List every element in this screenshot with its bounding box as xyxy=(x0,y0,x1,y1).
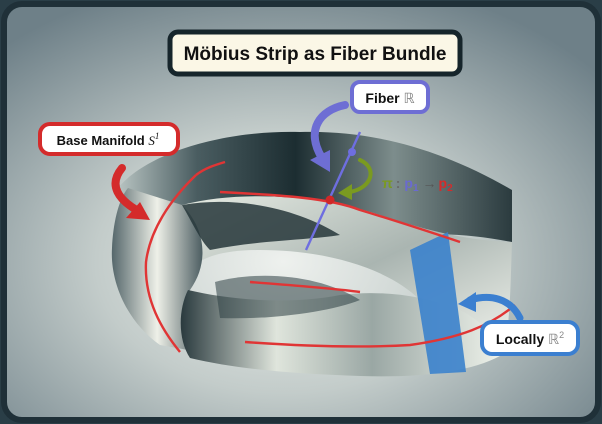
locally-label-box: Locally ℝ2 xyxy=(480,320,580,356)
fiber-line xyxy=(304,131,362,251)
fiber-arrowhead xyxy=(310,150,330,172)
title-box: Möbius Strip as Fiber Bundle xyxy=(167,29,463,77)
projection-arrowhead xyxy=(338,184,352,200)
locally-superscript: 2 xyxy=(559,330,564,340)
base-manifold-superscript: 1 xyxy=(155,131,160,141)
base-manifold-symbol: S xyxy=(148,133,155,148)
fiber-arrow xyxy=(310,101,349,162)
projection-sub1: 1 xyxy=(413,183,419,194)
fiber-label-box: Fiber ℝ xyxy=(350,80,430,114)
strip-dark-inner-fold xyxy=(215,275,360,319)
fiber-base-point xyxy=(325,195,335,205)
projection-arrow-symbol: → xyxy=(423,175,437,191)
projection-arrow xyxy=(348,158,373,194)
base-manifold-label-text: Base Manifold xyxy=(57,133,149,148)
svg-text:Locally ℝ2: Locally ℝ2 xyxy=(496,330,564,347)
locally-label-text: Locally xyxy=(496,331,548,347)
projection-pi: π xyxy=(382,175,393,191)
fiber-symbol: ℝ xyxy=(404,90,415,106)
locally-symbol: ℝ xyxy=(548,331,559,347)
locally-arrowhead xyxy=(458,292,476,312)
projection-p1: p xyxy=(404,175,413,191)
strip-twist-segment xyxy=(111,188,203,350)
page-title: Möbius Strip as Fiber Bundle xyxy=(184,44,447,65)
svg-text:Base Manifold S1: Base Manifold S1 xyxy=(57,131,160,148)
fiber-top-point xyxy=(348,148,356,156)
projection-p2: p xyxy=(439,175,448,191)
projection-colon: : xyxy=(396,175,401,191)
svg-text:Fiber ℝ: Fiber ℝ xyxy=(365,90,414,106)
projection-sub2: 2 xyxy=(447,183,453,194)
fiber-label-text: Fiber xyxy=(365,90,403,106)
base-manifold-arrowhead xyxy=(126,202,150,220)
base-manifold-label-box: Base Manifold S1 xyxy=(38,122,180,156)
local-trivialization-band xyxy=(410,232,466,374)
mobius-strip xyxy=(111,131,512,377)
projection-label: π:p1→p2 xyxy=(382,175,453,194)
strip-shadow-fold xyxy=(182,201,340,250)
